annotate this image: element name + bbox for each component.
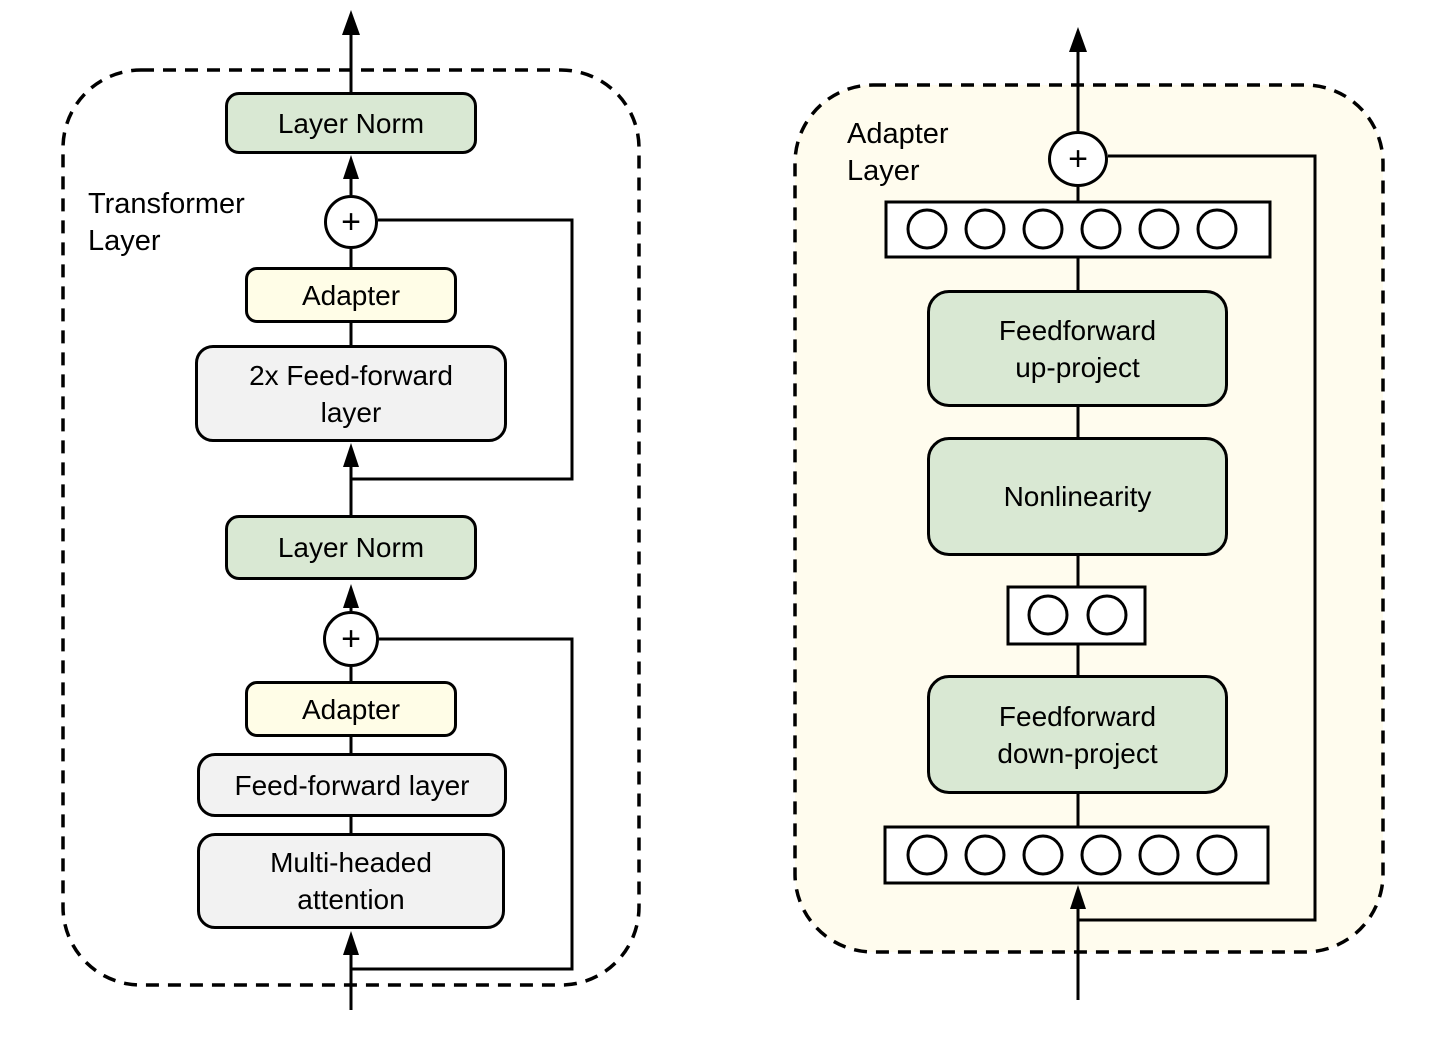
right-add-node: + (1048, 131, 1108, 187)
top-feature-unit-6 (1196, 208, 1238, 250)
layer-norm-mid-box: Layer Norm (225, 515, 477, 580)
right-skip-connection (1078, 154, 1317, 922)
left-add-top-node: + (324, 195, 378, 249)
left-plus-top-to-layernorm-arrowhead (343, 155, 359, 179)
bottleneck-unit-2 (1086, 594, 1128, 636)
left-upper-skip-connection (351, 218, 574, 481)
transformer-layer-label: Transformer Layer (88, 188, 245, 257)
left-add-mid-node: + (323, 611, 379, 667)
bottleneck-unit-1 (1027, 594, 1069, 636)
top-feature-unit-3 (1022, 208, 1064, 250)
feedforward-up-project-box: Feedforward up-project (927, 290, 1228, 407)
top-feature-unit-2 (964, 208, 1006, 250)
layer-norm-top-box: Layer Norm (225, 92, 477, 154)
bottom-feature-unit-2 (964, 834, 1006, 876)
adapter-top-box: Adapter (245, 267, 457, 323)
bottom-feature-unit-6 (1196, 834, 1238, 876)
nonlinearity-box: Nonlinearity (927, 437, 1228, 556)
bottom-feature-unit-3 (1022, 834, 1064, 876)
bottom-feature-unit-1 (906, 834, 948, 876)
top-feature-unit-1 (906, 208, 948, 250)
feedforward-down-project-box: Feedforward down-project (927, 675, 1228, 794)
right-input-arrowhead (1070, 885, 1086, 909)
left-lower-skip-connection (351, 637, 574, 971)
adapter-mid-box: Adapter (245, 681, 457, 737)
bottom-feature-unit-5 (1138, 834, 1180, 876)
bottom-feature-unit-4 (1080, 834, 1122, 876)
feed-forward-2x-box: 2x Feed-forward layer (195, 345, 507, 442)
feed-forward-box: Feed-forward layer (197, 753, 507, 817)
multi-headed-attention-box: Multi-headed attention (197, 833, 505, 929)
adapter-layer-label: Adapter Layer (847, 118, 949, 187)
left-plus-mid-to-layernorm-arrowhead (343, 584, 359, 608)
left-layernorm-to-ff2x-arrowhead (343, 443, 359, 467)
left-output-arrowhead (342, 10, 360, 35)
left-input-arrowhead (343, 931, 359, 955)
top-feature-unit-4 (1080, 208, 1122, 250)
right-output-arrowhead (1069, 27, 1087, 52)
top-feature-unit-5 (1138, 208, 1180, 250)
